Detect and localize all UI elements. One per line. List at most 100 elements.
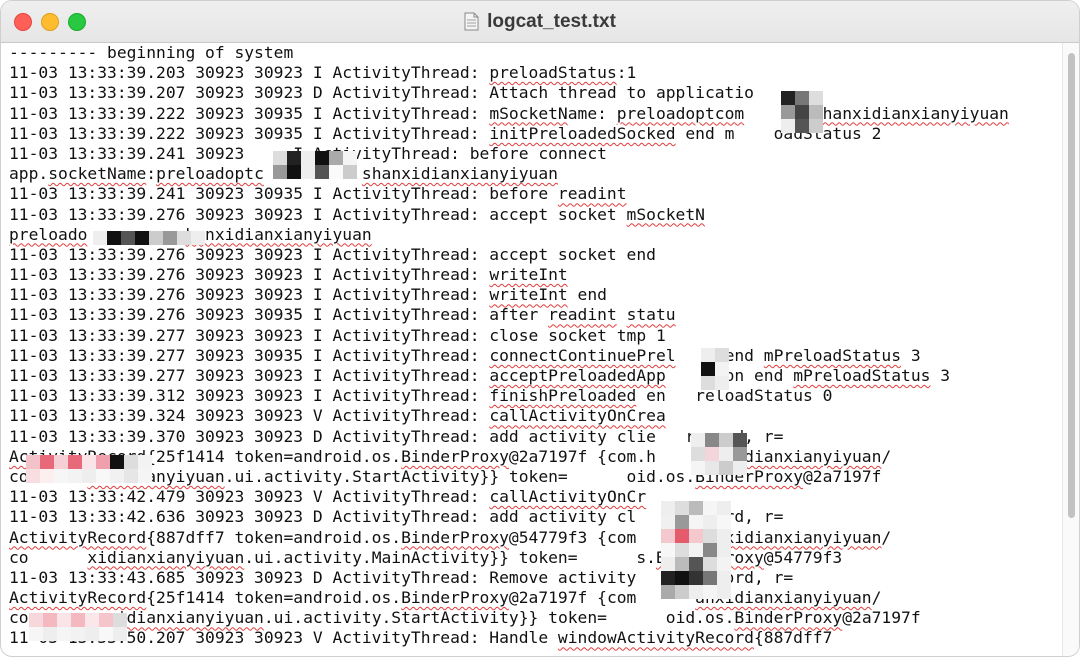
log-line: 11-03 13:33:39.276 30923 30923 I Activit… — [9, 244, 656, 264]
redaction-pixel — [82, 469, 96, 483]
redaction-pixel — [689, 501, 703, 515]
redaction-pixel — [96, 469, 110, 483]
redaction-pixel — [301, 151, 315, 165]
redaction-pixel — [701, 348, 715, 362]
redaction-pixel — [701, 376, 715, 390]
scrollbar-thumb[interactable] — [1068, 53, 1075, 518]
redaction-pixel — [121, 231, 135, 245]
redaction-pixel — [107, 231, 121, 245]
redaction-pixel — [675, 515, 689, 529]
log-line: 11-03 13:33:43.685 30923 30923 D Activit… — [9, 567, 794, 587]
redaction-pixel — [661, 501, 675, 515]
redaction-pixel — [661, 585, 675, 599]
redaction-pixel — [795, 91, 809, 105]
log-line: ActivityRecord{887dff7 token=android.os.… — [9, 527, 892, 547]
redaction-pixel — [343, 165, 357, 179]
redaction-pixel — [675, 557, 689, 571]
log-line: --------- beginning of system — [9, 43, 294, 62]
redaction-pixel — [163, 231, 177, 245]
redaction-pixel — [689, 515, 703, 529]
redaction-pixel — [177, 231, 191, 245]
redaction-pixel — [54, 455, 68, 469]
log-line: 11-03 13:33:39.222 30923 30935 I Activit… — [9, 123, 882, 143]
log-line: 11-03 13:33:39.276 30923 30935 I Activit… — [9, 305, 676, 325]
log-text-area[interactable]: --------- beginning of system 11-03 13:33… — [9, 43, 1059, 656]
redaction-pixel — [138, 455, 152, 469]
redaction-pixel — [719, 447, 733, 461]
redaction-pixel — [675, 585, 689, 599]
log-line: 11-03 13:33:39.207 30923 30923 D Activit… — [9, 83, 754, 103]
log-line: 11-03 13:33:39.312 30923 30923 I Activit… — [9, 386, 833, 406]
redaction-pixel — [329, 151, 343, 165]
log-line: 11-03 13:33:39.277 30923 30923 I Activit… — [9, 366, 951, 385]
close-button[interactable] — [14, 13, 32, 31]
log-line: 11-03 13:33:39.324 30923 30923 V Activit… — [9, 406, 666, 426]
redaction-pixel — [29, 613, 43, 627]
redaction-pixel — [809, 119, 823, 133]
log-line: ActivityRecord{25f1414 token=android.os.… — [9, 588, 882, 608]
redaction-pixel — [301, 165, 315, 179]
redaction-pixel — [57, 627, 71, 641]
redaction-pixel — [661, 543, 675, 557]
log-line: 11-03 13:33:39.222 30923 30935 I Activit… — [9, 103, 1009, 123]
redaction-pixel — [29, 627, 43, 641]
redaction-pixel — [715, 362, 729, 376]
redaction-pixel — [82, 455, 96, 469]
redaction-pixel — [135, 231, 149, 245]
redaction-pixel — [26, 455, 40, 469]
log-line: co anxidianxianyiyuan.ui.activity.StartA… — [9, 608, 921, 628]
redaction-pixel — [96, 455, 110, 469]
redaction-pixel — [661, 529, 675, 543]
redaction-pixel — [717, 585, 731, 599]
log-line: 11-03 13:33:39.370 30923 30923 D Activit… — [9, 426, 784, 446]
log-line: 11-03 13:33:39.276 30923 30923 I Activit… — [9, 204, 705, 224]
redaction-pixel — [124, 455, 138, 469]
redaction-pixel — [26, 469, 40, 483]
redaction-pixel — [99, 627, 113, 641]
redaction-pixel — [315, 165, 329, 179]
redaction-pixel — [113, 613, 127, 627]
redaction-pixel — [40, 455, 54, 469]
redaction-pixel — [719, 433, 733, 447]
redaction-pixel — [717, 529, 731, 543]
log-line: 11-03 13:33:42.636 30923 30923 D Activit… — [9, 507, 784, 527]
log-line: 11-03 13:33:39.241 30923 30935 I Activit… — [9, 184, 627, 204]
redaction-pixel — [124, 469, 138, 483]
redaction-pixel — [273, 151, 287, 165]
title-bar[interactable]: logcat_test.txt — [1, 1, 1079, 43]
redaction-pixel — [329, 165, 343, 179]
redaction-pixel — [287, 151, 301, 165]
redaction-pixel — [689, 529, 703, 543]
redaction-pixel — [315, 151, 329, 165]
redaction-pixel — [691, 433, 705, 447]
redaction-pixel — [781, 91, 795, 105]
log-line: ActivityRecord{25f1414 token=android.os.… — [9, 446, 892, 466]
redaction-pixel — [43, 627, 57, 641]
redaction-pixel — [733, 447, 747, 461]
redaction-pixel — [717, 501, 731, 515]
redaction-pixel — [703, 585, 717, 599]
zoom-button[interactable] — [68, 13, 86, 31]
redaction-pixel — [138, 469, 152, 483]
redaction-pixel — [705, 447, 719, 461]
redaction-pixel — [85, 627, 99, 641]
redaction-pixel — [691, 461, 705, 475]
redaction-pixel — [719, 461, 733, 475]
document-icon — [464, 12, 479, 31]
redaction-pixel — [287, 165, 301, 179]
redaction-pixel — [71, 627, 85, 641]
redaction-pixel — [661, 557, 675, 571]
redaction-pixel — [795, 105, 809, 119]
log-line: 11-03 13:33:39.277 30923 30935 I Activit… — [9, 345, 921, 365]
vertical-scrollbar[interactable] — [1062, 43, 1079, 656]
redaction-pixel — [110, 469, 124, 483]
redaction-pixel — [43, 613, 57, 627]
redaction-pixel — [110, 455, 124, 469]
redaction-pixel — [675, 501, 689, 515]
redaction-pixel — [149, 231, 163, 245]
redaction-pixel — [99, 613, 113, 627]
document-content[interactable]: --------- beginning of system 11-03 13:33… — [1, 43, 1079, 656]
minimize-button[interactable] — [41, 13, 59, 31]
redaction-pixel — [40, 469, 54, 483]
